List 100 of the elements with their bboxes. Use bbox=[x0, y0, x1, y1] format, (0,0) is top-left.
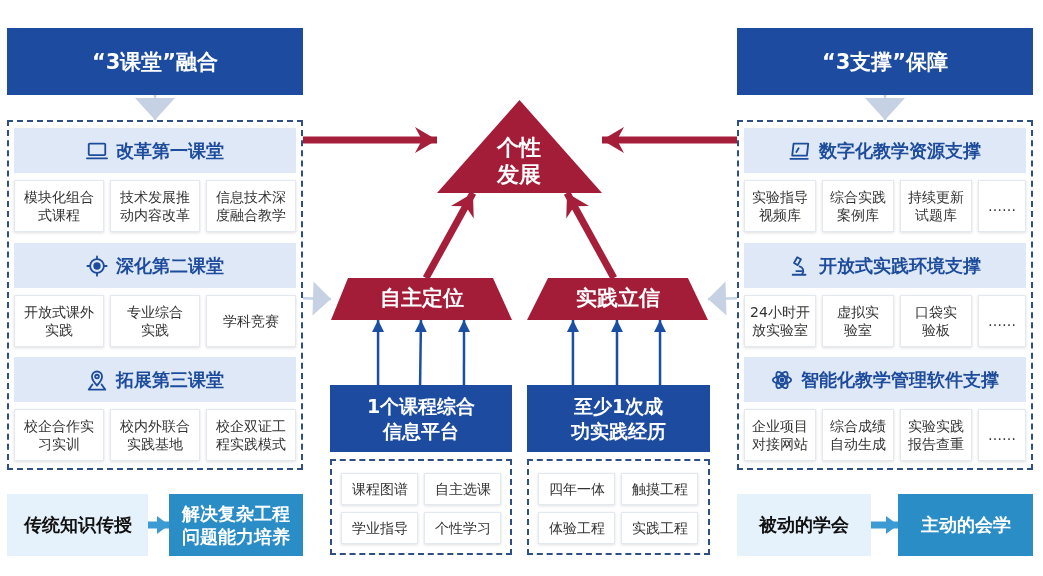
category-band bbox=[14, 357, 296, 402]
item-text: 触摸工程 bbox=[631, 479, 688, 499]
item-text: 虚拟实验室 bbox=[836, 302, 880, 340]
dashed-panel bbox=[7, 120, 303, 470]
item-card bbox=[424, 512, 501, 544]
item-text: 实践工程 bbox=[631, 518, 688, 538]
arrow bbox=[414, 320, 427, 385]
item-text: 个性学习 bbox=[434, 518, 491, 538]
goal-triangle bbox=[437, 100, 602, 193]
arrow bbox=[422, 191, 477, 280]
band-title: 深化第二课堂 bbox=[116, 253, 224, 278]
item-text: 模块化组合式课程 bbox=[23, 187, 95, 225]
arrow bbox=[871, 516, 898, 534]
item-card bbox=[341, 512, 418, 544]
item-text: …… bbox=[988, 425, 1016, 445]
item-text: 四年一体 bbox=[548, 479, 605, 499]
item-text: 学科竞赛 bbox=[222, 311, 280, 331]
item-card bbox=[978, 180, 1026, 232]
category-band bbox=[744, 128, 1026, 173]
section-header bbox=[737, 28, 1033, 95]
item-text: 校内外联合实践基地 bbox=[119, 416, 191, 454]
text-panel bbox=[7, 494, 148, 556]
item-text: 实验实践报告查重 bbox=[907, 416, 965, 454]
item-text: 校企合作实习实训 bbox=[23, 416, 95, 454]
highlight-panel bbox=[169, 494, 303, 556]
trapezoid-banner bbox=[527, 278, 708, 320]
band-title: 数字化教学资源支撑 bbox=[819, 138, 981, 163]
item-text: …… bbox=[988, 196, 1016, 216]
arrow bbox=[563, 191, 617, 280]
item-card bbox=[978, 409, 1026, 461]
band-title: 拓展第三课堂 bbox=[116, 367, 224, 392]
panel-text: 被动的学会 bbox=[759, 513, 849, 537]
category-band bbox=[14, 128, 296, 173]
item-text: 24小时开放实验室 bbox=[749, 302, 811, 340]
arrow bbox=[372, 320, 385, 385]
chevron-arrow bbox=[135, 95, 175, 120]
item-card bbox=[621, 473, 698, 505]
chevron-arrow bbox=[302, 281, 332, 316]
item-text: 学业指导 bbox=[351, 518, 408, 538]
shape-text: 自主定位 bbox=[379, 286, 464, 312]
header-text: “3支撑”保障 bbox=[821, 48, 949, 76]
item-text: 体验工程 bbox=[548, 518, 605, 538]
item-card bbox=[341, 473, 418, 505]
item-card bbox=[900, 180, 972, 232]
item-card bbox=[900, 409, 972, 461]
item-card bbox=[978, 295, 1026, 347]
item-card bbox=[621, 512, 698, 544]
item-card bbox=[206, 295, 296, 347]
item-card bbox=[206, 180, 296, 232]
item-text: 实验指导视频库 bbox=[751, 187, 809, 225]
item-text: 企业项目对接网站 bbox=[751, 416, 809, 454]
item-text: 开放式课外实践 bbox=[23, 302, 95, 340]
highlight-panel bbox=[898, 494, 1033, 556]
item-card bbox=[110, 409, 200, 461]
text-panel bbox=[737, 494, 871, 556]
chevron-arrow bbox=[865, 95, 905, 120]
item-card bbox=[900, 295, 972, 347]
item-card bbox=[822, 409, 894, 461]
arrow bbox=[148, 516, 169, 534]
panel-text: 主动的会学 bbox=[920, 513, 1011, 537]
item-card bbox=[110, 180, 200, 232]
item-card bbox=[110, 295, 200, 347]
item-card bbox=[14, 295, 104, 347]
item-card bbox=[744, 295, 816, 347]
category-band bbox=[744, 243, 1026, 288]
shape-text: 实践立信 bbox=[575, 286, 660, 312]
item-text: 口袋实验板 bbox=[914, 302, 958, 340]
arrow bbox=[566, 320, 579, 385]
header-text: “3课堂”融合 bbox=[91, 48, 219, 76]
item-text: 校企双证工程实践模式 bbox=[215, 416, 287, 454]
item-text: 技术发展推动内容改革 bbox=[119, 187, 191, 225]
trapezoid-banner bbox=[331, 278, 512, 320]
item-card bbox=[538, 512, 615, 544]
panel-text: 传统知识传授 bbox=[23, 513, 132, 537]
item-text: 自主选课 bbox=[434, 479, 491, 499]
banner-text: 1个课程综合信息平台 bbox=[365, 393, 477, 444]
item-text: 专业综合实践 bbox=[126, 302, 184, 340]
item-text: 综合实践案例库 bbox=[829, 187, 887, 225]
item-text: 信息技术深度融合教学 bbox=[215, 187, 287, 225]
band-title: 改革第一课堂 bbox=[116, 138, 224, 163]
band-title: 开放式实践环境支撑 bbox=[819, 253, 981, 278]
dashed-panel bbox=[737, 120, 1033, 470]
dashed-panel bbox=[330, 459, 512, 555]
arrow bbox=[654, 320, 667, 385]
arrow bbox=[610, 320, 623, 385]
item-card bbox=[14, 409, 104, 461]
chevron-arrow bbox=[707, 281, 738, 316]
item-text: …… bbox=[988, 311, 1016, 331]
section-header bbox=[7, 28, 303, 95]
item-text: 综合成绩自动生成 bbox=[829, 416, 887, 454]
item-text: 课程图谱 bbox=[351, 479, 408, 499]
dashed-panel bbox=[527, 459, 710, 555]
category-band bbox=[744, 357, 1026, 402]
item-card bbox=[538, 473, 615, 505]
item-card bbox=[822, 180, 894, 232]
title-banner bbox=[330, 385, 512, 452]
banner-text: 至少1次成功实践经历 bbox=[570, 393, 667, 444]
item-card bbox=[744, 180, 816, 232]
item-card bbox=[744, 409, 816, 461]
item-text: 持续更新试题库 bbox=[907, 187, 965, 225]
